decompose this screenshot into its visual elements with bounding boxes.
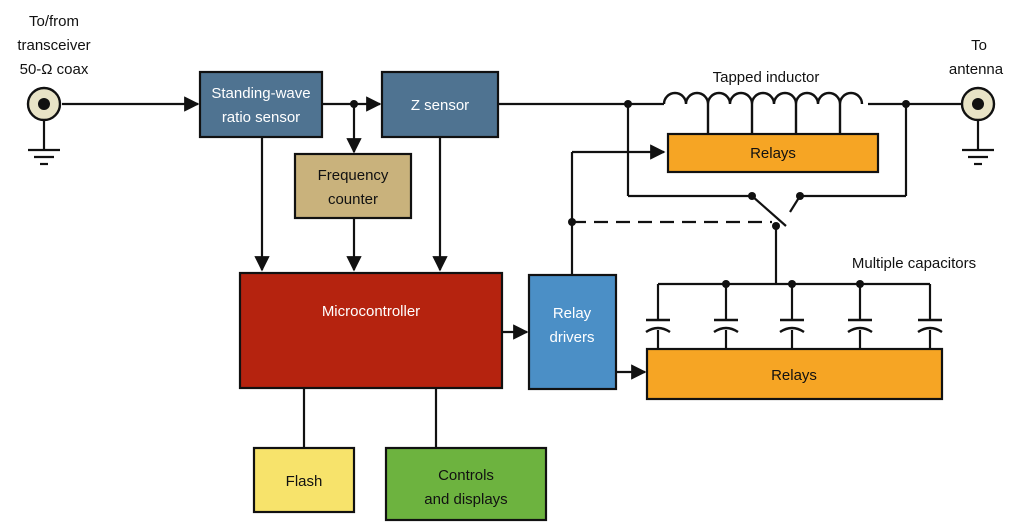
swr-sensor-label-2: ratio sensor bbox=[222, 109, 300, 126]
swr-sensor-label-1: Standing-wave bbox=[211, 85, 310, 102]
relays-bottom-block: Relays bbox=[645, 347, 944, 401]
frequency-counter-label-2: counter bbox=[328, 191, 378, 208]
controls-label-2: and displays bbox=[424, 491, 507, 508]
relay-drivers-block: Relay drivers bbox=[527, 273, 618, 391]
transceiver-label-2: transceiver bbox=[17, 37, 90, 54]
tapped-inductor-icon bbox=[662, 91, 864, 134]
flash-block: Flash bbox=[252, 446, 356, 514]
microcontroller-block: Microcontroller bbox=[238, 271, 504, 390]
controls-displays-block: Controls and displays bbox=[384, 446, 548, 522]
antenna-connector-icon bbox=[960, 86, 996, 166]
multiple-capacitors-label: Multiple capacitors bbox=[852, 255, 976, 272]
frequency-counter-label-1: Frequency bbox=[318, 167, 389, 184]
transceiver-label-3: 50-Ω coax bbox=[20, 61, 89, 78]
swr-sensor-block: Standing-wave ratio sensor bbox=[198, 70, 324, 139]
relay-drivers-label-1: Relay bbox=[553, 305, 592, 322]
transceiver-label-1: To/from bbox=[29, 13, 79, 30]
capacitor-icons bbox=[645, 318, 943, 334]
wiring bbox=[62, 96, 962, 448]
relays-top-block: Relays bbox=[666, 132, 880, 174]
tapped-inductor-label: Tapped inductor bbox=[713, 69, 820, 86]
z-sensor-label: Z sensor bbox=[411, 97, 469, 114]
flash-label: Flash bbox=[286, 473, 323, 490]
z-sensor-block: Z sensor bbox=[380, 70, 500, 139]
relays-top-label: Relays bbox=[750, 145, 796, 162]
controls-label-1: Controls bbox=[438, 467, 494, 484]
relay-drivers-label-2: drivers bbox=[549, 329, 594, 346]
microcontroller-label: Microcontroller bbox=[322, 303, 420, 320]
antenna-label-1: To bbox=[971, 37, 987, 54]
junction-dots bbox=[350, 100, 910, 288]
relays-bottom-label: Relays bbox=[771, 367, 817, 384]
frequency-counter-block: Frequency counter bbox=[293, 152, 413, 220]
transceiver-connector-icon bbox=[26, 86, 62, 166]
antenna-label-2: antenna bbox=[949, 61, 1004, 78]
